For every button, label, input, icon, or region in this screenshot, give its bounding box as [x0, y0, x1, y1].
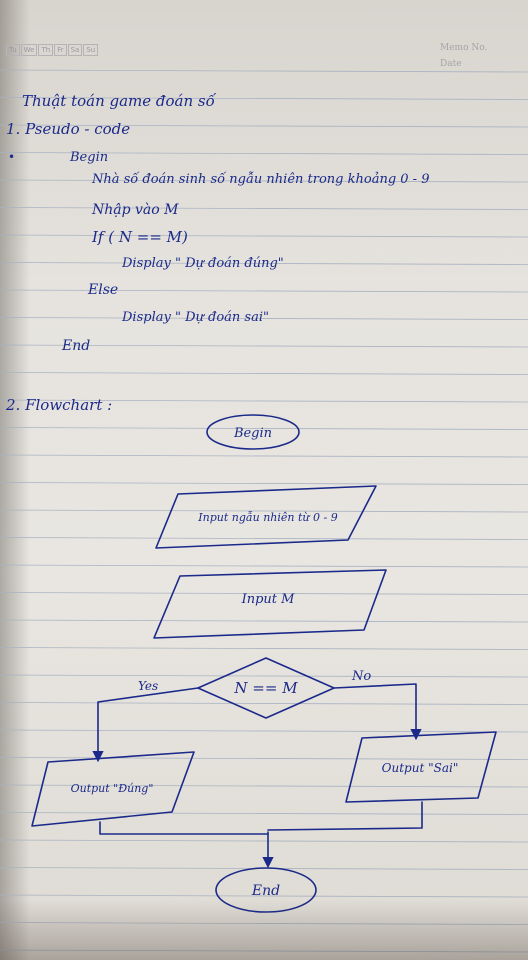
bullet-mark: •	[8, 150, 16, 164]
ruled-line	[0, 262, 528, 265]
ruled-line	[0, 674, 528, 678]
input-m-label: Input M	[241, 592, 296, 607]
ruled-line	[0, 537, 528, 540]
end-label: End	[251, 883, 280, 899]
ruled-line	[0, 482, 528, 485]
ruled-line	[0, 289, 528, 293]
input-random-label: Input ngẫu nhiên từ 0 - 9	[197, 511, 337, 524]
ruled-line	[0, 97, 528, 100]
date-label: Date	[440, 59, 462, 69]
ruled-line	[0, 592, 528, 595]
weekday-th: Th	[38, 44, 54, 56]
note-title: Thuật toán game đoán số	[22, 92, 215, 110]
ruled-line	[0, 812, 528, 815]
pseudo-line-display-wrong: Display " Dự đoán sai"	[122, 310, 269, 325]
ruled-line	[0, 839, 528, 843]
pseudo-line-input: Nhập vào M	[92, 202, 179, 218]
no-branch-line	[333, 683, 422, 741]
memo-label: Memo No.	[440, 43, 488, 53]
weekday-we: We	[20, 44, 38, 56]
weekday-sa: Sa	[67, 44, 83, 56]
no-label: No	[351, 669, 371, 684]
ruled-line	[0, 894, 528, 898]
section-flowchart: 2. Flowchart :	[6, 396, 113, 414]
ruled-line	[0, 509, 528, 513]
weekday-boxes: Tu We Th Fr Sa Su	[6, 44, 99, 56]
ruled-line	[0, 234, 528, 238]
ruled-line	[0, 922, 528, 925]
ruled-line	[0, 317, 528, 320]
input-random-box	[155, 485, 377, 549]
input-m-box	[153, 569, 387, 639]
pseudo-line-generate: Nhà số đoán sinh số ngẫu nhiên trong kho…	[92, 172, 430, 187]
ruled-line	[0, 647, 528, 650]
ruled-line	[0, 69, 528, 73]
ruled-line	[0, 702, 528, 705]
ruled-line	[0, 564, 528, 568]
begin-label: Begin	[233, 426, 272, 441]
merge-line-right	[267, 801, 423, 831]
weekday-fr: Fr	[54, 44, 67, 56]
ruled-line	[0, 399, 528, 403]
memo-block: Memo No. Date	[440, 40, 487, 72]
output-wrong-label: Output "Sai"	[382, 761, 459, 775]
ruled-line	[0, 344, 528, 348]
page-shadow-bottom	[0, 900, 528, 960]
ruled-line	[0, 729, 528, 733]
page-shadow-left	[0, 0, 30, 960]
ruled-line	[0, 619, 528, 623]
ruled-line	[0, 454, 528, 458]
ruled-line	[0, 207, 528, 210]
pseudo-begin: Begin	[70, 150, 109, 165]
ruled-line	[0, 152, 528, 155]
ruled-line	[0, 757, 528, 760]
output-right-box	[31, 751, 195, 827]
merge-line-left	[99, 821, 269, 835]
pseudo-line-else: Else	[88, 282, 119, 298]
ruled-line	[0, 179, 528, 183]
ruled-line	[0, 949, 528, 953]
pseudo-line-if: If ( N == M)	[92, 228, 188, 246]
yes-branch-line	[92, 687, 199, 763]
output-wrong-box	[345, 731, 497, 803]
yes-label: Yes	[138, 679, 158, 693]
weekday-tu: Tu	[6, 44, 20, 56]
ruled-line	[0, 427, 528, 430]
decision-label: N == M	[233, 679, 298, 697]
output-right-label: Output "Đúng"	[71, 782, 154, 795]
begin-terminal	[206, 414, 300, 450]
ruled-line	[0, 124, 528, 128]
end-terminal	[215, 867, 317, 913]
ruled-line	[0, 784, 528, 788]
ruled-line	[0, 372, 528, 375]
section-pseudo-code: 1. Pseudo - code	[6, 120, 131, 138]
weekday-su: Su	[83, 44, 99, 56]
pseudo-line-display-right: Display " Dự đoán đúng"	[122, 256, 284, 271]
pseudo-end: End	[62, 338, 91, 354]
